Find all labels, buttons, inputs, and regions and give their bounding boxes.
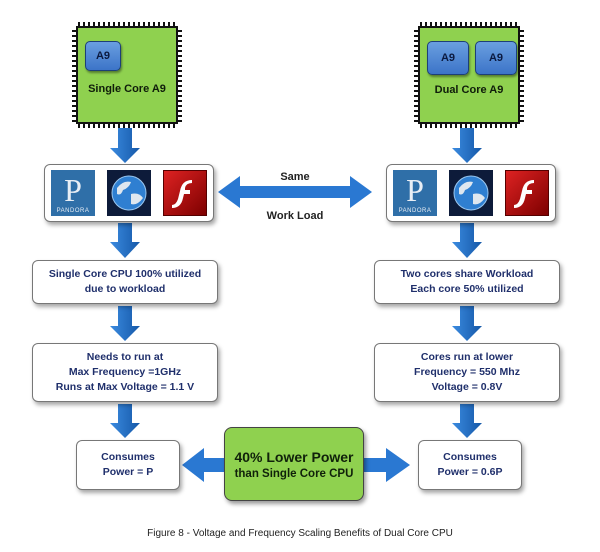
- left-down-arrow-2: [110, 223, 140, 258]
- left-frequency-box: Needs to run at Max Frequency =1GHz Runs…: [32, 343, 218, 402]
- globe-icon: [107, 170, 151, 216]
- chip-label-dual: Dual Core A9: [434, 84, 504, 96]
- right-down-arrow-4: [452, 404, 482, 438]
- left-utilization-box: Single Core CPU 100% utilized due to wor…: [32, 260, 218, 304]
- right-frequency-box: Cores run at lower Frequency = 550 Mhz V…: [374, 343, 560, 402]
- left-power-box: Consumes Power = P: [76, 440, 180, 490]
- savings-left-arrow: [182, 448, 224, 482]
- chip-label-single: Single Core A9: [88, 83, 166, 95]
- dual-core-chip: A9 A9 Dual Core A9: [414, 22, 524, 128]
- pandora-icon: P PANDORA: [393, 170, 437, 216]
- savings-right-arrow: [364, 448, 410, 482]
- core-a9-2: A9: [475, 41, 517, 75]
- pandora-icon: P PANDORA: [51, 170, 95, 216]
- right-app-icons: P PANDORA: [386, 164, 556, 222]
- figure-caption: Figure 8 - Voltage and Frequency Scaling…: [147, 528, 453, 539]
- right-down-arrow-3: [452, 306, 482, 341]
- workload-double-arrow: [218, 176, 372, 208]
- single-core-chip: A9 Single Core A9: [72, 22, 182, 128]
- core-a9: A9: [85, 41, 121, 71]
- left-down-arrow-1: [110, 128, 140, 163]
- left-down-arrow-3: [110, 306, 140, 341]
- right-down-arrow-2: [452, 223, 482, 258]
- left-down-arrow-4: [110, 404, 140, 438]
- power-savings-box: 40% Lower Power than Single Core CPU: [224, 427, 364, 501]
- flash-icon: [163, 170, 207, 216]
- right-down-arrow-1: [452, 128, 482, 163]
- left-app-icons: P PANDORA: [44, 164, 214, 222]
- right-utilization-box: Two cores share Workload Each core 50% u…: [374, 260, 560, 304]
- right-power-box: Consumes Power = 0.6P: [418, 440, 522, 490]
- workload-label: Work Load: [266, 210, 324, 222]
- flash-icon: [505, 170, 549, 216]
- core-a9-1: A9: [427, 41, 469, 75]
- same-label: Same: [280, 171, 310, 183]
- globe-icon: [449, 170, 493, 216]
